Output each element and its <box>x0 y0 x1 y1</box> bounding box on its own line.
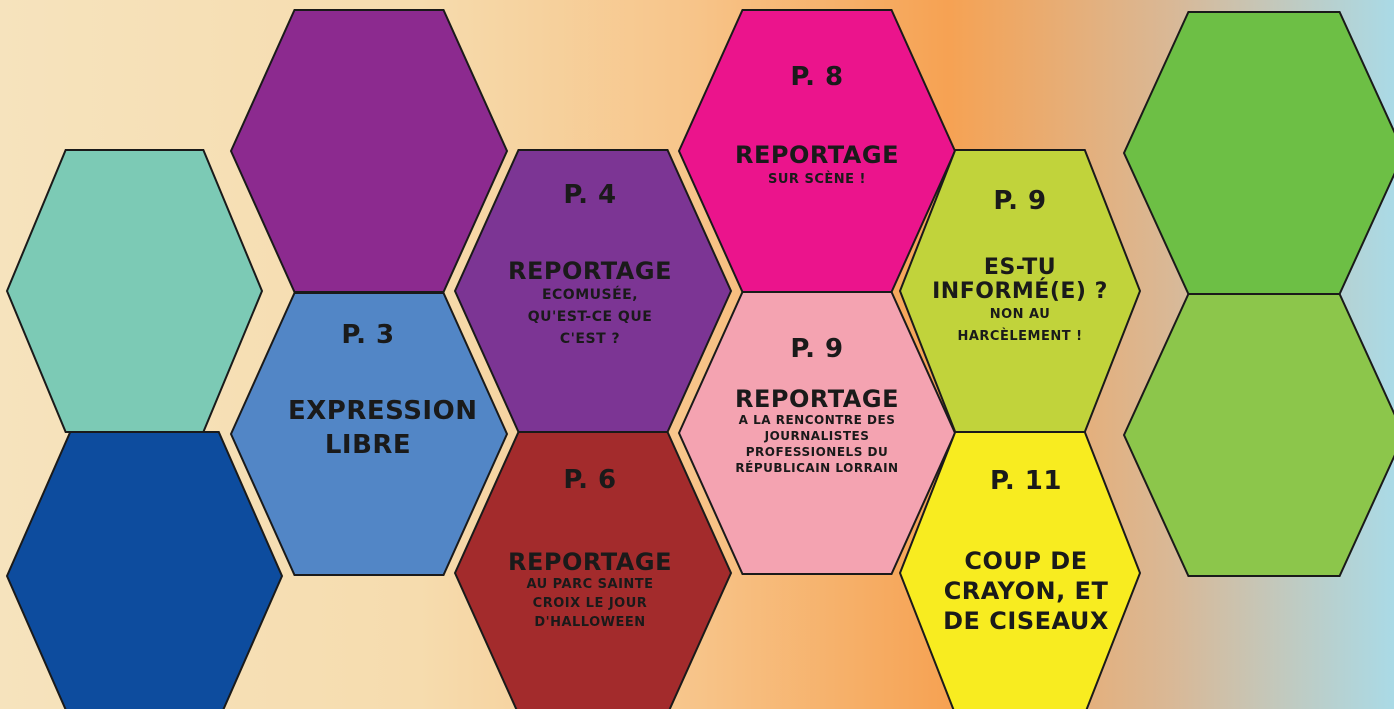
tile-page: P. 9 <box>790 334 844 364</box>
tile-ecomusee[interactable]: P. 4 REPORTAGE ECOMUSÉE, QU'EST-CE QUE C… <box>470 180 710 350</box>
hex-navy <box>5 431 284 709</box>
tile-page: P. 3 <box>341 320 395 350</box>
tile-page: P. 9 <box>993 186 1047 216</box>
hex-green <box>1122 11 1394 295</box>
hex-blue <box>229 292 509 576</box>
hex-maroon <box>453 431 733 709</box>
tile-subtitle: NON AU HARCÈLEMENT ! <box>957 307 1083 344</box>
tile-page: P. 11 <box>990 466 1062 496</box>
hex-green-light <box>1122 293 1394 577</box>
hex-purple <box>229 9 509 293</box>
tile-expression[interactable]: P. 3 EXPRESSION LIBRE <box>248 320 488 462</box>
tile-title: REPORTAGE <box>508 257 672 285</box>
tile-informe[interactable]: P. 9 ES-TU INFORMÉ(E) ? NON AU HARCÈLEME… <box>908 186 1132 348</box>
hex-yellow <box>898 431 1142 709</box>
tile-subtitle: AU PARC SAINTE CROIX LE JOUR D'HALLOWEEN <box>526 577 654 630</box>
hex-teal <box>5 149 264 433</box>
tile-scene[interactable]: P. 8 REPORTAGE SUR SCÈNE ! <box>697 62 937 188</box>
tile-halloween[interactable]: P. 6 REPORTAGE AU PARC SAINTE CROIX LE J… <box>470 465 710 632</box>
tile-title: REPORTAGE <box>735 385 899 413</box>
tile-title: REPORTAGE <box>735 141 899 169</box>
tile-title: EXPRESSION LIBRE <box>288 396 478 460</box>
tile-title: ES-TU INFORMÉ(E) ? <box>932 255 1108 304</box>
tile-subtitle: SUR SCÈNE ! <box>768 172 866 187</box>
tile-subtitle: A LA RENCONTRE DES JOURNALISTES PROFESSI… <box>735 413 899 475</box>
tile-subtitle: ECOMUSÉE, QU'EST-CE QUE C'EST ? <box>527 287 653 347</box>
tile-page: P. 6 <box>563 465 617 495</box>
tile-page: P. 4 <box>563 180 617 210</box>
tile-title: COUP DE CRAYON, ET DE CISEAUX <box>943 547 1109 635</box>
tile-journalistes[interactable]: P. 9 REPORTAGE A LA RENCONTRE DES JOURNA… <box>697 334 937 476</box>
tile-title: REPORTAGE <box>508 548 672 576</box>
tile-page: P. 8 <box>790 62 844 92</box>
tile-crayon[interactable]: P. 11 COUP DE CRAYON, ET DE CISEAUX <box>916 466 1136 636</box>
